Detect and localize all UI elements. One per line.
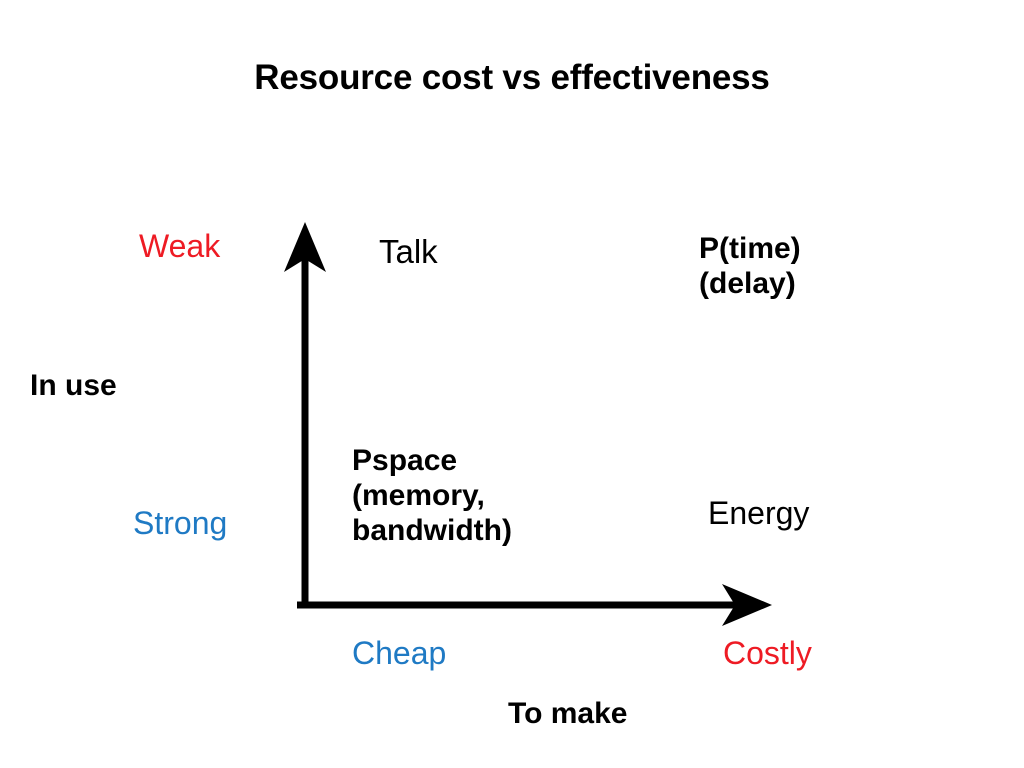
item-energy: Energy: [708, 495, 810, 531]
y-axis-title: In use: [30, 369, 117, 402]
item-pspace: Pspace (memory, bandwidth): [352, 444, 512, 548]
x-axis-arrowhead: [722, 584, 772, 626]
item-talk: Talk: [379, 233, 438, 270]
x-axis-high-label: Costly: [723, 635, 812, 671]
y-axis-low-label: Strong: [133, 505, 228, 541]
y-axis-high-label: Weak: [139, 228, 221, 264]
y-axis-arrowhead: [284, 222, 326, 272]
x-axis-low-label: Cheap: [352, 635, 447, 671]
page-title: Resource cost vs effectiveness: [254, 58, 770, 97]
item-p-time: P(time) (delay): [699, 232, 801, 301]
x-axis-title: To make: [508, 697, 628, 730]
